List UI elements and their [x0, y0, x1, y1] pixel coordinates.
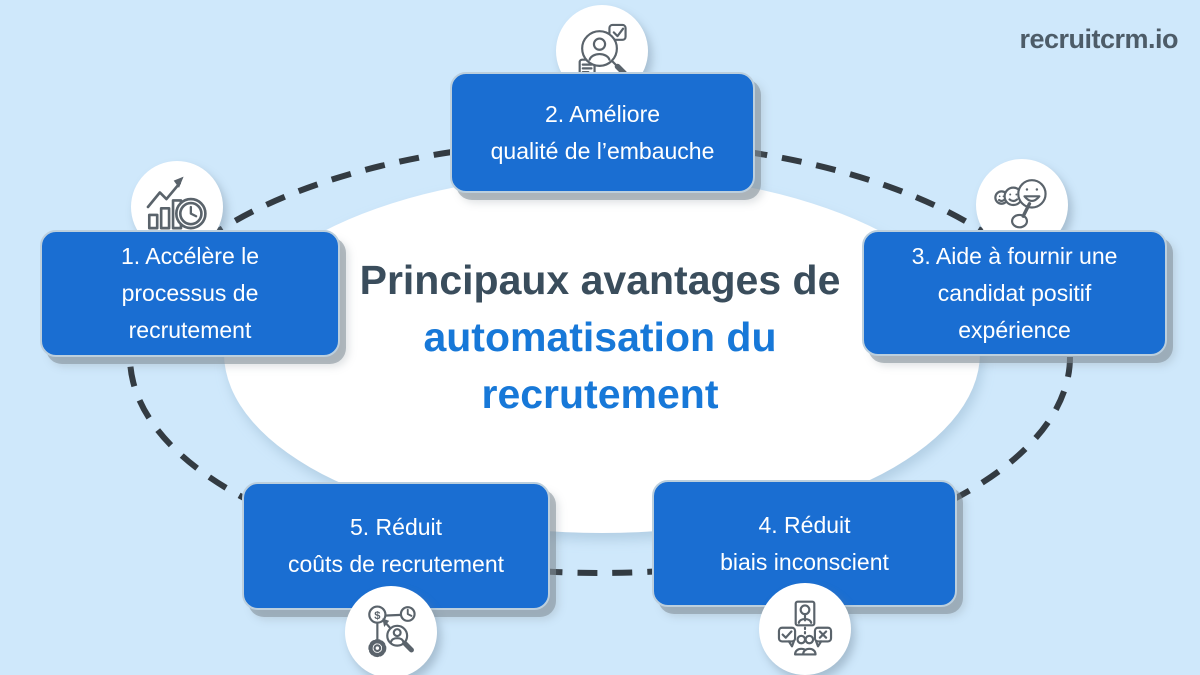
benefit-box-3: 3. Aide à fournir une candidat positif e… — [862, 230, 1167, 356]
benefit-4-line: 4. Réduit — [758, 511, 851, 538]
benefit-2-line: 2. Améliore — [544, 100, 661, 127]
benefit-3-line: expérience — [958, 316, 1071, 343]
benefit-1-line: recrutement — [128, 317, 252, 343]
benefit-3-line: 3. Aide à fournir une — [911, 242, 1118, 269]
benefit-box-2: 2. Améliore qualité de l’embauche — [450, 72, 755, 193]
title-line-3: recrutement — [481, 371, 719, 417]
bias-review-icon — [777, 600, 833, 656]
title-line-1: Principaux avantages de — [359, 257, 841, 303]
center-white-ellipse — [224, 173, 980, 533]
benefit-5-icon-badge: $ — [345, 586, 437, 675]
benefit-2-line: qualité de l’embauche — [490, 137, 715, 164]
svg-text:$: $ — [374, 610, 381, 622]
benefit-1-line: processus de — [121, 280, 259, 306]
benefit-4-line: biais inconscient — [720, 548, 889, 575]
benefit-4-icon-badge — [759, 583, 851, 675]
title-line-2: automatisation du — [423, 314, 777, 360]
benefit-3-line: candidat positif — [937, 279, 1092, 306]
smiley-rating-icon — [994, 179, 1047, 229]
cost-network-icon: $ — [368, 605, 416, 658]
benefit-1-line: 1. Accélère le — [120, 243, 260, 269]
brand-logo: recruitcrm.io — [1019, 24, 1178, 54]
magnifier-candidate-icon — [578, 23, 628, 79]
benefit-box-1: 1. Accélère le processus de recrutement — [40, 230, 340, 357]
benefit-5-line: 5. Réduit — [349, 514, 443, 540]
benefit-5-line: coûts de recrutement — [287, 551, 505, 577]
page-title: Principaux avantages de automatisation d… — [320, 252, 880, 423]
dashed-orbit-ellipse — [127, 138, 1073, 576]
